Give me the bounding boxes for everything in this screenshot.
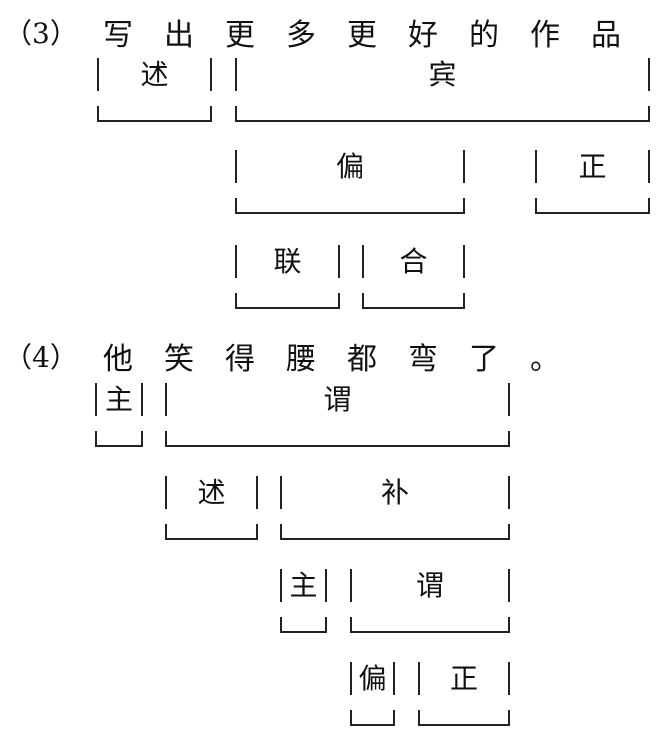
constituent-label: 主	[104, 383, 133, 416]
bracket-bottom	[280, 524, 510, 540]
example-4-number: （4）	[4, 341, 78, 374]
bracket-3-5: 合	[362, 245, 465, 311]
constituent-label: 述	[197, 476, 226, 509]
bracket-bar	[648, 150, 650, 183]
bracket-3-0: 述	[97, 58, 212, 124]
bracket-bar	[508, 662, 510, 695]
bracket-bar	[350, 662, 352, 695]
bracket-4-1: 谓	[165, 383, 510, 449]
bracket-3-3: 正	[535, 150, 650, 216]
bracket-bottom	[95, 431, 143, 447]
bracket-bar	[165, 383, 167, 416]
constituent-label: 谓	[415, 569, 444, 602]
bracket-bar	[508, 383, 510, 416]
bracket-bar	[508, 569, 510, 602]
bracket-4-3: 补	[280, 476, 510, 542]
bracket-bar	[141, 383, 143, 416]
bracket-bar	[280, 476, 282, 509]
bracket-bar	[418, 662, 420, 695]
bracket-4-5: 谓	[350, 569, 510, 635]
bracket-4-4: 主	[280, 569, 327, 635]
bracket-bar	[97, 58, 99, 91]
constituent-label: 宾	[428, 58, 457, 91]
bracket-bar	[256, 476, 258, 509]
bracket-4-6: 偏	[350, 662, 395, 728]
bracket-bar	[95, 383, 97, 416]
bracket-bottom	[97, 106, 212, 122]
bracket-bottom	[350, 710, 395, 726]
bracket-bottom	[165, 524, 258, 540]
bracket-4-2: 述	[165, 476, 258, 542]
constituent-label: 偏	[335, 150, 364, 183]
example-4-sentence: 他笑得腰都弯了。	[103, 342, 591, 377]
example-3-number: （3）	[4, 17, 78, 50]
bracket-bottom	[418, 710, 510, 726]
constituent-label: 述	[140, 58, 169, 91]
constituent-label: 合	[399, 245, 428, 278]
bracket-bar	[280, 569, 282, 602]
bracket-bar	[350, 569, 352, 602]
constituent-label: 偏	[358, 662, 387, 695]
bracket-3-4: 联	[235, 245, 340, 311]
constituent-label: 谓	[323, 383, 352, 416]
bracket-bar	[393, 662, 395, 695]
bracket-bar	[463, 245, 465, 278]
bracket-bar	[535, 150, 537, 183]
bracket-bar	[165, 476, 167, 509]
bracket-3-2: 偏	[235, 150, 465, 216]
bracket-bar	[325, 569, 327, 602]
bracket-bottom	[235, 293, 340, 309]
bracket-4-7: 正	[418, 662, 510, 728]
bracket-bottom	[235, 198, 465, 214]
bracket-bottom	[280, 617, 327, 633]
constituent-label: 正	[449, 662, 478, 695]
bracket-bar	[362, 245, 364, 278]
constituent-label: 正	[578, 150, 607, 183]
bracket-bar	[235, 150, 237, 183]
constituent-label: 联	[273, 245, 302, 278]
constituent-label: 主	[289, 569, 318, 602]
bracket-4-0: 主	[95, 383, 143, 449]
bracket-bar	[235, 245, 237, 278]
bracket-bottom	[350, 617, 510, 633]
bracket-bar	[235, 58, 237, 91]
bracket-bar	[648, 58, 650, 91]
constituent-label: 补	[380, 476, 409, 509]
bracket-bar	[463, 150, 465, 183]
bracket-bar	[338, 245, 340, 278]
bracket-bottom	[535, 198, 650, 214]
example-3-sentence: 写出更多更好的作品	[103, 18, 652, 53]
bracket-bottom	[362, 293, 465, 309]
bracket-3-1: 宾	[235, 58, 650, 124]
bracket-bar	[210, 58, 212, 91]
bracket-bar	[508, 476, 510, 509]
bracket-bottom	[235, 106, 650, 122]
bracket-bottom	[165, 431, 510, 447]
